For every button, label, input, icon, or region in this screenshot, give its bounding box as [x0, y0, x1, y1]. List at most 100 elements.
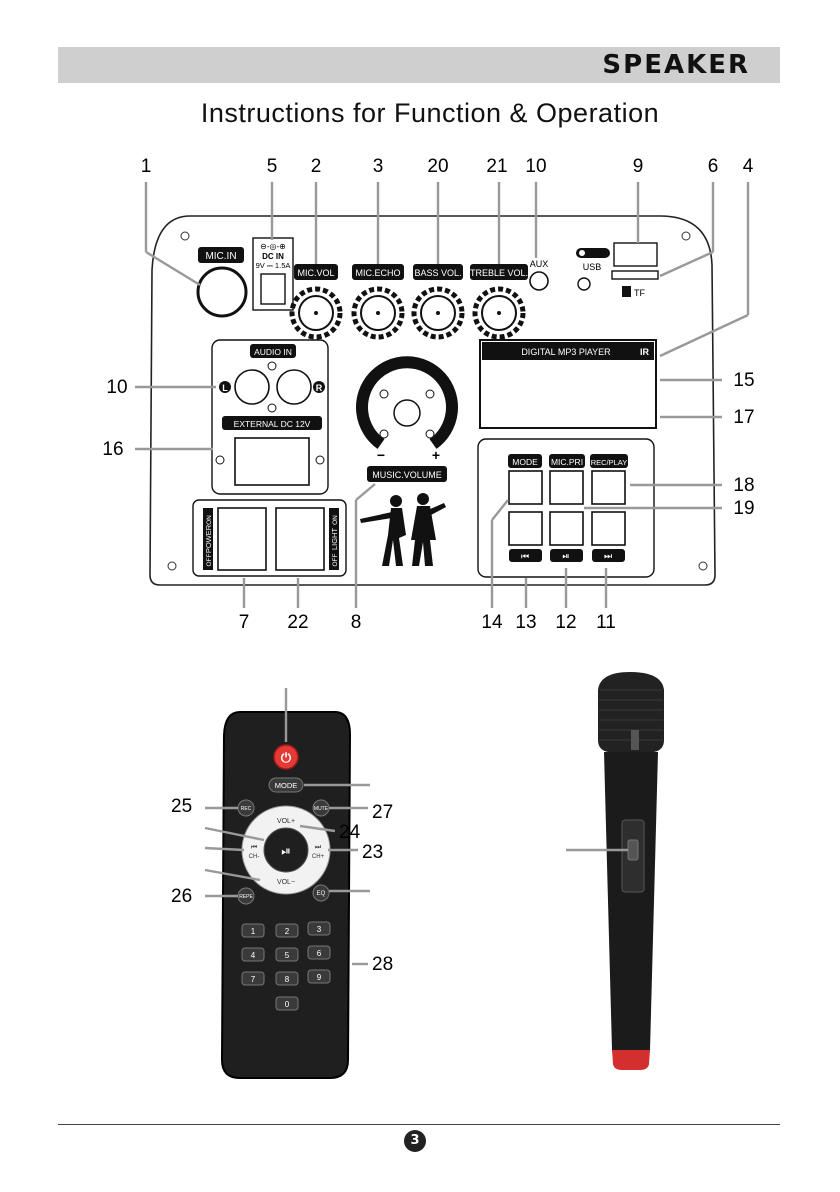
music-volume-label: MUSIC.VOLUME: [372, 470, 442, 480]
remote-vol-minus[interactable]: VOL−: [277, 879, 295, 886]
play-pause-icon-bg: [550, 549, 583, 562]
music-volume-label-bg: [367, 466, 447, 482]
remote-prev-icon[interactable]: ⏮: [251, 844, 257, 851]
remote-key[interactable]: [307, 945, 331, 960]
remote-eq-button[interactable]: [312, 884, 330, 902]
screw-hole: [167, 561, 177, 571]
light-on-label: ON: [332, 515, 339, 525]
mode-label: MODE: [512, 457, 538, 467]
page-number: 3: [404, 1130, 426, 1152]
microphone-grille: [598, 672, 664, 752]
right-channel-badge: [313, 381, 325, 393]
prev-button[interactable]: [508, 511, 543, 546]
remote-rec-label: REC: [241, 806, 252, 812]
footer-rule: [58, 1124, 780, 1125]
callout-22: 22: [287, 612, 308, 633]
callout-5: 5: [267, 156, 278, 177]
external-dc-screw: [215, 455, 225, 465]
callout-12: 12: [555, 612, 576, 633]
callout-24: 24: [339, 822, 361, 843]
audio-in-right-jack[interactable]: [276, 369, 312, 405]
header-title: SPEAKER: [602, 50, 750, 80]
remote-key[interactable]: [275, 971, 299, 986]
remote-key-label: 6: [317, 949, 322, 958]
remote-repeat-label: REPE: [239, 894, 253, 900]
play-pause-button[interactable]: [549, 511, 584, 546]
mic-vol-knob[interactable]: [289, 286, 343, 340]
remote-vol-plus[interactable]: VOL+: [277, 818, 295, 825]
bass-vol-knob[interactable]: [411, 286, 465, 340]
power-icon: ⏻: [281, 750, 292, 765]
remote-key[interactable]: [241, 947, 265, 962]
external-dc-port[interactable]: [234, 437, 310, 486]
remote-key[interactable]: [307, 921, 331, 936]
light-label: LIGHT: [330, 528, 339, 551]
remote-power-button[interactable]: [273, 744, 299, 770]
power-switch[interactable]: [217, 507, 267, 571]
callout-16: 16: [102, 439, 123, 460]
control-panel: MIC.IN ⊖-◎-⊕ DC IN 9V ⎓ 1.5A MIC.VOL MIC…: [149, 215, 716, 586]
light-switch[interactable]: [275, 507, 325, 571]
callout-10-top: 10: [525, 156, 546, 177]
dc-in-label: DC IN: [262, 252, 284, 261]
audio-in-label: AUDIO IN: [254, 347, 292, 357]
remote-callout-numbers: 25 27 24 23 26 28: [171, 796, 393, 975]
dc-in-polarity-icon: ⊖-◎-⊕: [260, 242, 286, 251]
light-label-strip: [329, 508, 339, 570]
callout-7: 7: [239, 612, 250, 633]
rec-play-label-bg: [590, 454, 628, 468]
usb-label: USB: [583, 262, 602, 272]
callout-26: 26: [171, 886, 192, 907]
usb-port[interactable]: [613, 242, 658, 267]
next-icon: ⏭: [604, 551, 612, 561]
bass-vol-label: BASS VOL.: [414, 268, 461, 278]
treble-vol-label-bg: [470, 264, 528, 280]
dc-in-rating: 9V ⎓ 1.5A: [256, 261, 291, 270]
audio-in-screw: [267, 403, 277, 413]
remote-key[interactable]: [307, 969, 331, 984]
rec-play-button[interactable]: [591, 470, 626, 505]
prev-icon: ⏮: [521, 551, 529, 561]
remote-key[interactable]: [275, 996, 299, 1011]
remote-key-label: 1: [251, 927, 256, 936]
mic-echo-knob[interactable]: [351, 286, 405, 340]
callout-11: 11: [596, 612, 616, 633]
document-title: Instructions for Function & Operation: [200, 98, 660, 128]
dc-in-jack[interactable]: [260, 273, 286, 305]
remote-key[interactable]: [241, 971, 265, 986]
mp3-display-header: [482, 342, 654, 360]
remote-mode-label: MODE: [275, 781, 298, 790]
remote-key-label: 3: [317, 925, 322, 934]
aux-jack[interactable]: [529, 271, 549, 291]
treble-vol-knob[interactable]: [472, 286, 526, 340]
audio-in-left-jack[interactable]: [234, 369, 270, 405]
mp3-display-label: DIGITAL MP3 PlAYER: [521, 347, 611, 357]
remote-key[interactable]: [275, 947, 299, 962]
mic-in-jack[interactable]: [196, 266, 248, 318]
mic-pri-button[interactable]: [549, 470, 584, 505]
music-volume-knob[interactable]: [356, 356, 458, 449]
remote-play-pause-button[interactable]: [263, 827, 309, 873]
remote-key[interactable]: [241, 923, 265, 938]
mode-button[interactable]: [508, 470, 543, 505]
mic-vol-label-bg: [294, 264, 338, 280]
left-channel-badge: [219, 381, 231, 393]
next-button[interactable]: [591, 511, 626, 546]
callout-21: 21: [486, 156, 507, 177]
remote-key-label: 9: [317, 973, 322, 982]
remote-key[interactable]: [275, 923, 299, 938]
tf-label: TF: [634, 288, 645, 298]
callout-1: 1: [141, 156, 152, 177]
mic-pri-label: MIC.PRI: [551, 457, 583, 467]
remote-mode-button[interactable]: [268, 777, 304, 793]
audio-in-label-bg: [250, 344, 296, 358]
remote-next-icon[interactable]: ⏭: [315, 844, 322, 851]
tf-card-slot[interactable]: [611, 270, 659, 280]
mode-label-bg: [508, 454, 542, 468]
treble-vol-label: TREBLE VOL.: [470, 268, 528, 278]
microphone-power-switch[interactable]: [627, 839, 639, 861]
screw-hole: [681, 231, 691, 241]
callout-6: 6: [708, 156, 719, 177]
audio-in-screw: [267, 361, 277, 371]
